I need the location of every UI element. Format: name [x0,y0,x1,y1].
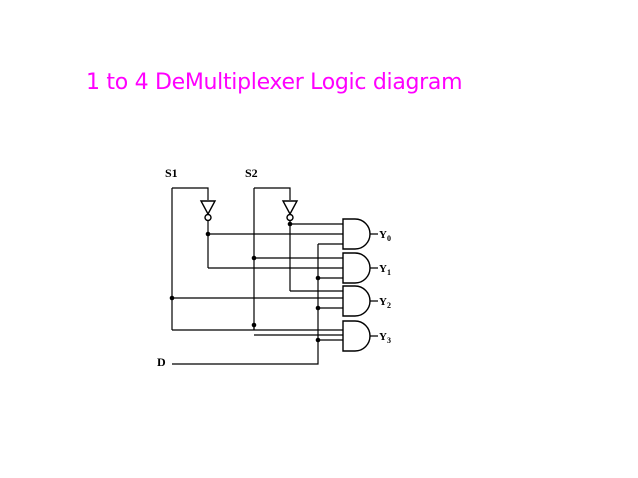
not-gate-s2 [281,200,299,222]
junction-dots [169,221,321,343]
output-label-y3: Y3 [379,331,391,345]
output-label-y0: Y0 [379,229,391,243]
not-gate-s1 [199,200,217,222]
input-label-s2: S2 [245,166,258,180]
and-gate-y0 [342,218,371,250]
and-y2-inputs [172,290,343,309]
and-y1-inputs [208,257,343,279]
s2-line [253,187,291,330]
and-gate-y3 [342,320,371,352]
output-leads [370,233,378,337]
input-label-s1: S1 [165,166,178,180]
output-label-y1: Y1 [379,263,391,277]
slide-title: 1 to 4 DeMultiplexer Logic diagram [86,70,463,95]
and-y0-inputs [208,223,343,245]
and-gate-y1 [342,252,371,284]
and-gate-y2 [342,285,371,317]
and-y3-inputs [172,325,343,341]
d-line [172,244,319,365]
s1-line [171,187,209,330]
output-label-y2: Y2 [379,296,391,310]
input-label-d: D [157,355,166,369]
